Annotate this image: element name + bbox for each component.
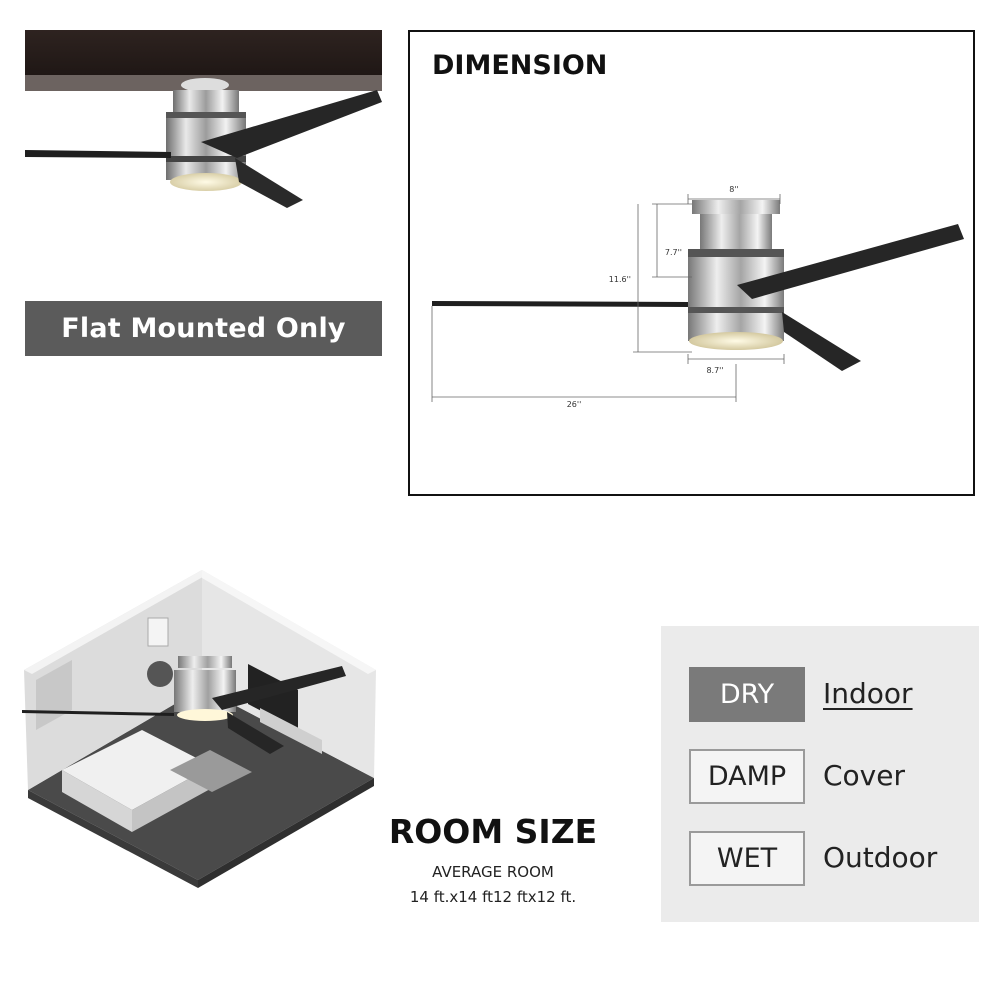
dim-height-total: 11.6'' <box>609 275 631 284</box>
rating-wet-location: Outdoor <box>823 841 938 874</box>
blade <box>782 312 861 371</box>
dim-height-body: 7.7'' <box>665 248 682 257</box>
canopy <box>692 200 780 214</box>
room-size-subtitle: AVERAGE ROOM <box>432 863 554 881</box>
dimension-panel: 8'' 7.7'' 11.6'' 8.7'' 26'' DIMENSION <box>408 30 975 496</box>
dim-width-bottom: 8.7'' <box>706 366 723 375</box>
light-kit <box>689 332 783 350</box>
location-rating-panel: DRY Indoor DAMP Cover WET Outdoor <box>661 626 979 922</box>
dimension-drawing: 8'' 7.7'' 11.6'' 8.7'' 26'' <box>431 185 964 409</box>
room-size-title: ROOM SIZE <box>388 812 598 851</box>
room-size-dimensions: 14 ft.x14 ft12 ftx12 ft. <box>409 888 577 906</box>
rating-wet-badge: WET <box>689 831 805 886</box>
rating-damp-location: Cover <box>823 759 905 792</box>
dim-width-top: 8'' <box>729 185 739 194</box>
blade <box>737 224 964 299</box>
rating-dry-badge: DRY <box>689 667 805 722</box>
ceiling-mounted-fan-photo <box>25 30 382 240</box>
flat-mounted-only-banner: Flat Mounted Only <box>25 301 382 356</box>
room-illustration <box>22 570 378 890</box>
rating-dry-location: Indoor <box>823 677 913 710</box>
dimension-title: DIMENSION <box>432 50 608 81</box>
blade <box>432 301 688 307</box>
rating-damp-badge: DAMP <box>689 749 805 804</box>
dim-blade-span: 26'' <box>567 400 582 409</box>
